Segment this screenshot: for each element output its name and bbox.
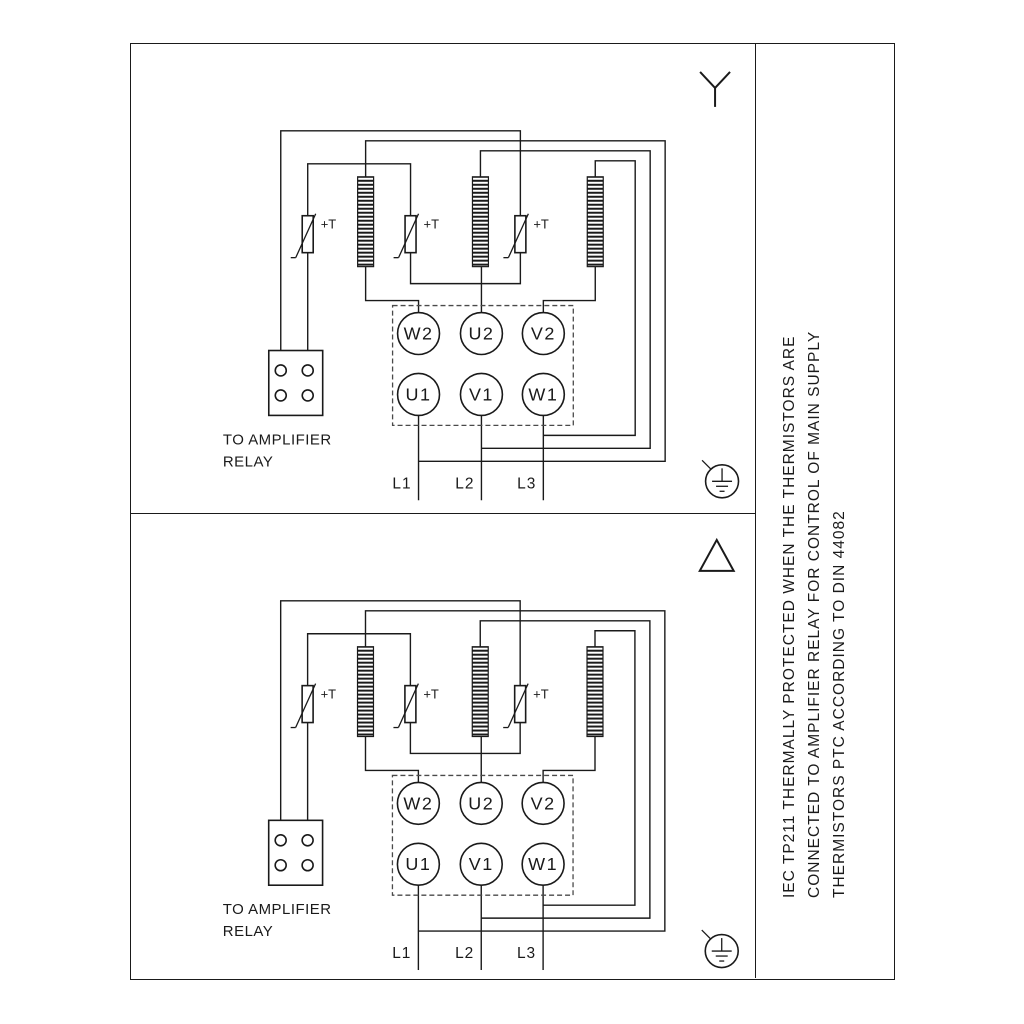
winding-1 [356,646,375,738]
terminal-link-wires [364,266,596,313]
relay-note-line-2: RELAY [223,453,273,470]
delta-connection-panel: +T +T +T [131,514,756,978]
winding-1 [357,176,375,268]
thermistor-3-label: +T [533,687,549,702]
phase-return-wires [364,610,666,932]
terminal-w1: W1 [528,384,558,404]
side-note-line-2: CONNECTED TO AMPLIFIER RELAY FOR CONTROL… [806,330,823,898]
terminal-v1: V1 [469,384,494,404]
delta-icon [698,537,736,572]
terminal-v1: V1 [469,854,494,874]
terminal-board: W2 U2 V2 U1 V1 W1 [396,311,566,417]
supply-lines [417,415,545,501]
side-note-line-3: THERMISTORS PTC ACCORDING TO DIN 44082 [831,510,848,898]
ground-icon [701,929,739,969]
side-note-line-1: IEC TP211 THERMALLY PROTECTED WHEN THE T… [781,335,798,898]
relay-note-line-1: TO AMPLIFIER [223,901,332,918]
phase-return-wires [364,140,666,463]
thermistor-1-label: +T [321,217,337,232]
terminal-u2: U2 [468,324,494,344]
thermistor-3-label: +T [533,217,549,232]
delta-diagram: +T +T +T [223,537,739,971]
terminal-w1: W1 [528,854,558,874]
star-diagram: +T +T +T [223,71,740,501]
thermistor-3: +T [503,213,549,259]
terminal-v2: V2 [531,324,556,344]
relay-note-line-2: RELAY [223,923,273,940]
supply-label-l2: L2 [455,945,474,962]
star-connection-panel: +T +T +T [131,44,756,514]
thermistor-circuit-wires [279,600,521,835]
thermistor-2: +T [393,683,439,729]
terminal-board-outline [391,774,574,896]
terminal-u1: U1 [406,384,432,404]
wye-icon [699,71,731,107]
supply-label-l1: L1 [392,475,411,492]
side-note-strip [756,44,893,978]
amplifier-relay-connector [267,349,324,417]
supply-label-l3: L3 [517,475,536,492]
terminal-v2: V2 [531,793,556,813]
thermistor-1: +T [290,683,337,729]
supply-label-l3: L3 [517,945,536,962]
motor-windings [357,176,604,268]
thermistor-1: +T [290,213,337,259]
supply-lines [417,885,544,971]
winding-2 [471,176,490,268]
thermistor-2-label: +T [423,687,439,702]
terminal-u2: U2 [468,793,494,813]
terminal-link-wires [364,736,596,783]
winding-3 [586,646,604,738]
supply-label-l2: L2 [455,475,474,492]
ground-icon [701,459,740,499]
terminal-u1: U1 [405,854,431,874]
supply-label-l1: L1 [392,945,411,962]
motor-windings [356,646,604,738]
winding-3 [586,176,604,268]
thermistor-1-label: +T [321,687,337,702]
thermistor-3: +T [503,683,549,729]
thermistor-2-label: +T [424,217,440,232]
diagram-frame: +T +T +T [130,43,895,980]
winding-2 [471,646,489,738]
relay-note-line-1: TO AMPLIFIER [223,431,332,448]
terminal-board-outline [391,304,574,427]
thermistor-2: +T [393,213,440,259]
terminal-w2: W2 [404,324,434,344]
terminal-w2: W2 [403,793,433,813]
thermistor-circuit-wires [280,130,522,365]
amplifier-relay-connector [267,819,324,886]
terminal-board: W2 U2 V2 U1 V1 W1 [396,781,565,886]
